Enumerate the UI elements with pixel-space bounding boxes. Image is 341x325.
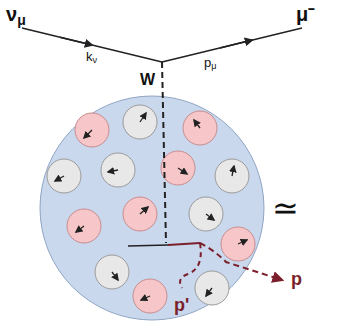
nucleon [95, 255, 129, 289]
nucleon [47, 159, 81, 193]
struck-nucleon-line [128, 245, 168, 246]
muon-line [162, 28, 302, 62]
nucleon [221, 227, 255, 261]
nucleon-circle [101, 153, 135, 187]
nucleon [183, 111, 217, 145]
nucleon [161, 151, 195, 185]
nucleon [195, 271, 229, 305]
nucleon-circle [95, 255, 129, 289]
muon-label: μ⁻ [296, 4, 315, 24]
nucleon-circle [47, 159, 81, 193]
momentum-arrow [178, 168, 187, 174]
neutrino-arrow [60, 37, 92, 45]
outgoing-p-line [200, 243, 282, 280]
momentum-arrow [55, 176, 64, 181]
proton-label: p' [174, 296, 189, 314]
symbol-base: p [204, 55, 211, 70]
nucleon-circle [133, 279, 167, 313]
nucleon-circle [221, 227, 255, 261]
nucleon-circle [183, 111, 217, 145]
nucleon [215, 159, 249, 193]
symbol-base: k [86, 49, 93, 64]
neutrino-label: νμ [6, 4, 26, 27]
nucleon-circle [189, 197, 223, 231]
momentum-arrow [140, 113, 146, 122]
nucleon-circle [67, 209, 101, 243]
outgoing-nucleon-line [168, 243, 200, 245]
momentum-arrow [206, 214, 214, 220]
momentum-arrow [232, 166, 234, 176]
proton-label: p [291, 270, 302, 288]
approx-symbol: ≃ [272, 192, 299, 224]
momentum-label: kν [86, 50, 97, 65]
momentum-arrow [140, 207, 148, 214]
symbol-base: ν [6, 3, 17, 25]
intermediate-p-prime-line [180, 243, 201, 288]
momentum-arrow [112, 272, 118, 280]
nucleon-circle [215, 159, 249, 193]
momentum-arrow [238, 240, 247, 244]
nucleon [123, 197, 157, 231]
momentum-arrow [194, 120, 200, 128]
symbol-subscript: ν [93, 55, 98, 65]
w-boson-line [162, 62, 166, 243]
symbol-subscript: μ [17, 12, 26, 28]
momentum-arrow [108, 170, 118, 172]
symbol-subscript: μ [211, 61, 216, 71]
boson-label: W [140, 72, 155, 88]
momentum-label: pμ [204, 56, 216, 71]
nucleon [75, 113, 109, 147]
nucleon [101, 153, 135, 187]
momentum-arrow [141, 296, 150, 300]
nucleon [123, 105, 157, 139]
momentum-arrow [84, 130, 92, 138]
nucleon [189, 197, 223, 231]
nucleon-circle [195, 271, 229, 305]
momentum-arrow [76, 226, 84, 232]
nucleon [133, 279, 167, 313]
nucleon-circle [123, 197, 157, 231]
nucleon-circle [161, 151, 195, 185]
nucleon-circle [75, 113, 109, 147]
nucleon-group [47, 105, 255, 313]
muon-arrow [220, 40, 252, 48]
nucleon-circle [123, 105, 157, 139]
nucleus-circle [40, 96, 264, 320]
nucleon [67, 209, 101, 243]
momentum-arrow [206, 288, 212, 296]
